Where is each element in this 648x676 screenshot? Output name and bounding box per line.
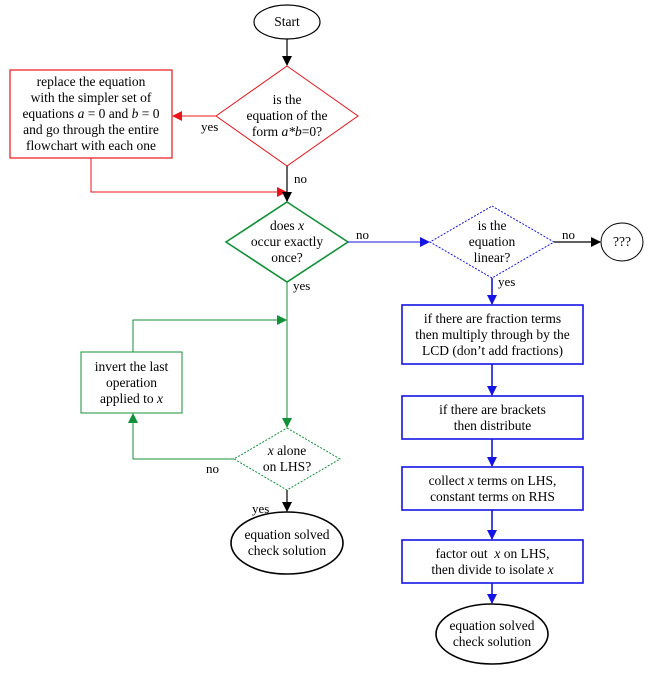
solved-left-node xyxy=(230,511,344,575)
invert-operation-text: invert the last operation applied to x xyxy=(94,359,169,406)
collect-terms-text: collect x terms on LHS, constant terms o… xyxy=(428,473,557,504)
product-form-question: is the equation of the form a*b=0? xyxy=(246,92,328,139)
x-alone-question: x alone on LHS? xyxy=(262,443,312,474)
edge-label-linear-no: no xyxy=(562,227,575,242)
fractions-text: if there are fraction terms then multipl… xyxy=(415,311,570,358)
arrow-alone-no xyxy=(128,413,234,460)
factor-out-text: factor out x on LHS, then divide to isol… xyxy=(431,546,554,577)
linear-question: is the equation linear? xyxy=(468,218,516,265)
linear-decision xyxy=(429,205,555,279)
replace-equation-box xyxy=(9,69,173,159)
occurs-once-question: does x occur exactly once? xyxy=(250,218,324,265)
edge-label-alone-yes: yes xyxy=(252,501,270,516)
solved-right-text: equation solved check solution xyxy=(449,618,535,649)
edge-label-product-yes: yes xyxy=(201,119,219,134)
replace-equation-text: replace the equation with the simpler se… xyxy=(22,74,160,153)
factor-out-box xyxy=(401,539,584,584)
unknown-node xyxy=(600,222,644,262)
arrow-replace-return xyxy=(90,158,287,197)
edge-label-linear-yes: yes xyxy=(498,274,516,289)
edge-label-product-no: no xyxy=(294,171,307,186)
edge-label-alone-no: no xyxy=(206,461,219,476)
solved-left-text: equation solved check solution xyxy=(244,527,330,558)
start-label: Start xyxy=(274,14,300,29)
invert-operation-box xyxy=(80,351,183,414)
edge-label-once-yes: yes xyxy=(293,278,311,293)
solved-right-node xyxy=(435,603,549,665)
unknown-label: ??? xyxy=(613,234,631,249)
edge-label-once-no: no xyxy=(356,227,369,242)
arrow-invert-return xyxy=(132,315,287,352)
brackets-text: if there are brackets then distribute xyxy=(439,402,546,433)
